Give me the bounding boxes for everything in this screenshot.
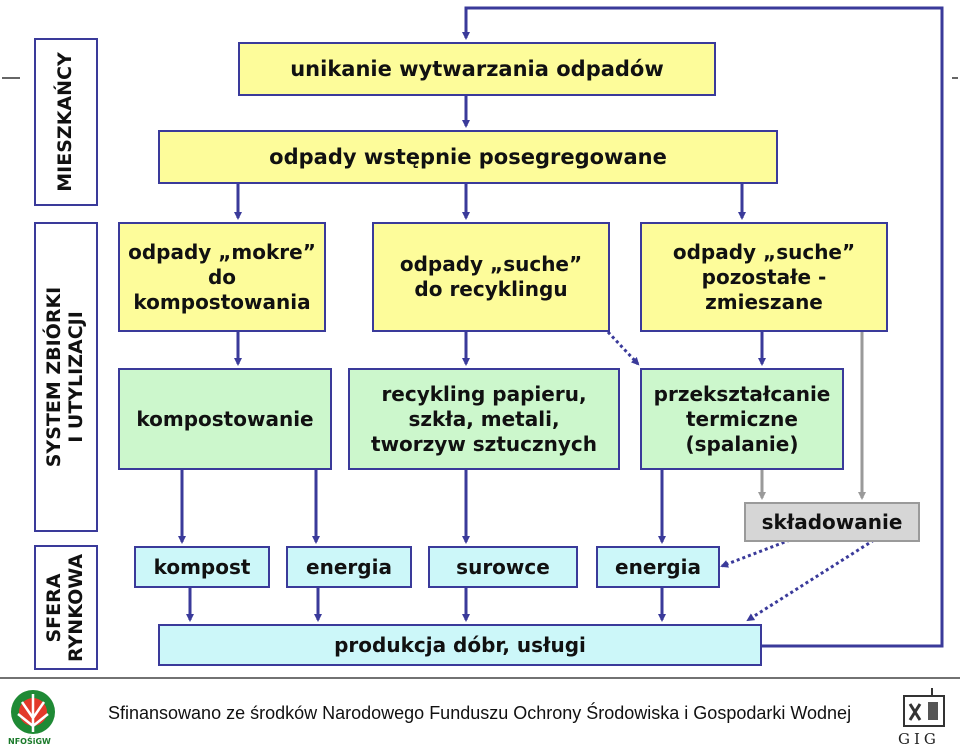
- gig-logo-icon: [903, 688, 945, 727]
- residents-label-box: MIESZKAŃCY: [34, 38, 98, 206]
- node-dry-recycling: odpady „suche” do recyklingu: [372, 222, 610, 332]
- node-composting: kompostowanie: [118, 368, 332, 470]
- collection-label-box: SYSTEM ZBIÓRKI I UTYLIZACJI: [34, 222, 98, 532]
- nfosigw-logo-text: NFOŚiGW: [8, 737, 51, 746]
- nfosigw-logo-icon: [11, 690, 55, 734]
- node-avoid-waste: unikanie wytwarzania odpadów: [238, 42, 716, 96]
- gig-logo-text: GIG: [898, 730, 940, 748]
- node-recycling: recykling papieru, szkła, metali, tworzy…: [348, 368, 620, 470]
- node-raw-materials: surowce: [428, 546, 578, 588]
- funding-footer: Sfinansowano ze środków Narodowego Fundu…: [108, 703, 852, 723]
- market-label: SFERA RYNKOWA: [43, 553, 87, 662]
- node-energy-2: energia: [596, 546, 720, 588]
- node-presegregated: odpady wstępnie posegregowane: [158, 130, 778, 184]
- collection-label: SYSTEM ZBIÓRKI I UTYLIZACJI: [43, 286, 87, 468]
- node-thermal: przekształcanie termiczne (spalanie): [640, 368, 844, 470]
- residents-label: MIESZKAŃCY: [54, 52, 77, 192]
- node-compost: kompost: [134, 546, 270, 588]
- node-production: produkcja dóbr, usługi: [158, 624, 762, 666]
- market-label-box: SFERA RYNKOWA: [34, 545, 98, 670]
- node-dry-mixed: odpady „suche” pozostałe - zmieszane: [640, 222, 888, 332]
- node-wet-waste: odpady „mokre” do kompostowania: [118, 222, 326, 332]
- node-energy-1: energia: [286, 546, 412, 588]
- node-landfill: składowanie: [744, 502, 920, 542]
